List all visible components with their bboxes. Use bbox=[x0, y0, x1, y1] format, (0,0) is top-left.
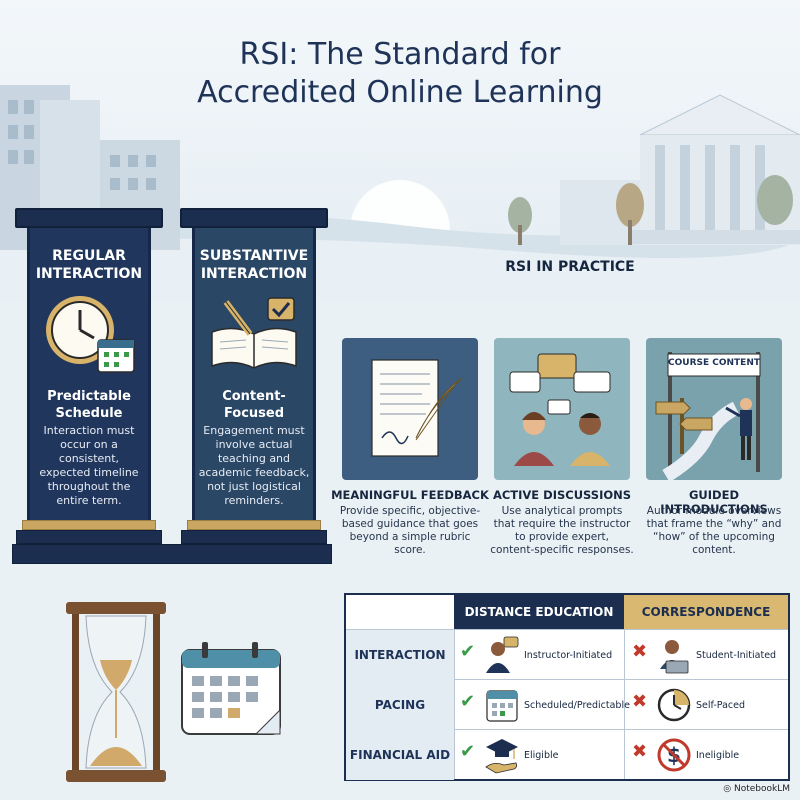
cross-icon: ✖ bbox=[632, 691, 648, 712]
graduation-cap-hand-icon bbox=[485, 739, 518, 774]
pillar-description: Engagement must involve actual teaching … bbox=[198, 424, 310, 507]
distance-financial-aid-value: Eligible bbox=[524, 750, 559, 761]
discussions-description: Use analytical prompts that require the … bbox=[490, 505, 634, 556]
pillar-base-trim bbox=[187, 520, 321, 530]
check-icon: ✔ bbox=[460, 741, 476, 762]
open-book-pencil-icon bbox=[211, 297, 297, 369]
wall-calendar-icon bbox=[181, 642, 281, 735]
introductions-title: GUIDED INTRODUCTIONS bbox=[660, 488, 768, 516]
page-title: RSI: The Standard for Accredited Online … bbox=[0, 36, 800, 112]
pillar-subtitle: Predictable Schedule bbox=[47, 389, 131, 421]
signpost-icon bbox=[655, 352, 761, 480]
column-divider bbox=[454, 629, 455, 779]
hourglass-icon bbox=[66, 602, 166, 782]
signpost-label: COURSE CONTENT bbox=[668, 358, 761, 368]
discussion-icon bbox=[509, 353, 611, 466]
pillar-description: Interaction must occur on a consistent, … bbox=[39, 424, 139, 507]
introductions-card: COURSE CONTENT bbox=[646, 338, 782, 480]
check-icon: ✔ bbox=[460, 641, 476, 662]
introductions-description: Author module overviews that frame the “… bbox=[646, 505, 782, 556]
calendar-icon bbox=[486, 690, 518, 722]
header-empty bbox=[346, 595, 454, 629]
header-distance-education: DISTANCE EDUCATION (RSI) bbox=[454, 595, 624, 653]
comparison-table: DISTANCE EDUCATION (RSI) CORRESPONDENCE … bbox=[344, 593, 790, 781]
discussions-title: ACTIVE DISCUSSIONS bbox=[492, 488, 632, 502]
header-correspondence: CORRESPONDENCE bbox=[624, 595, 788, 629]
correspondence-financial-aid-value: Ineligible bbox=[696, 750, 740, 761]
row-divider bbox=[346, 629, 788, 630]
correspondence-pacing-value: Self-Paced bbox=[696, 700, 745, 711]
column-divider bbox=[624, 629, 625, 779]
student-laptop-icon bbox=[660, 640, 689, 674]
pillar-shaft bbox=[192, 228, 316, 520]
clock-icon bbox=[657, 688, 691, 722]
row-label-pacing: PACING bbox=[346, 680, 454, 730]
practice-heading: RSI IN PRACTICE bbox=[505, 259, 635, 275]
pillar-capital bbox=[180, 208, 328, 228]
notebooklm-watermark: ◎ NotebookLM bbox=[723, 784, 790, 794]
pillar-heading: REGULAR INTERACTION bbox=[35, 248, 143, 282]
feedback-description: Provide specific, objective- based guida… bbox=[339, 505, 481, 556]
cross-icon: ✖ bbox=[632, 641, 648, 662]
distance-interaction-value: Instructor-Initiated bbox=[524, 650, 613, 661]
pillar-platform bbox=[12, 544, 332, 564]
row-label-financial-aid: FINANCIAL AID bbox=[346, 730, 454, 780]
row-label-interaction: INTERACTION bbox=[346, 630, 454, 680]
title-line-2: Accredited Online Learning bbox=[197, 75, 603, 110]
pillar-base bbox=[16, 530, 162, 544]
notebooklm-logo-icon: ◎ bbox=[723, 784, 732, 794]
distance-pacing-value: Scheduled/Predictable bbox=[524, 700, 630, 711]
cross-icon: ✖ bbox=[632, 741, 648, 762]
instructor-icon bbox=[486, 636, 519, 673]
row-divider bbox=[346, 679, 788, 680]
watermark-text: NotebookLM bbox=[733, 784, 790, 794]
pillar-subtitle: Content- Focused bbox=[222, 389, 286, 421]
feedback-card bbox=[342, 338, 478, 480]
pillar-base bbox=[181, 530, 327, 544]
pillar-base-trim bbox=[22, 520, 156, 530]
discussions-card bbox=[494, 338, 630, 480]
clock-calendar-icon bbox=[46, 296, 135, 373]
pillar-capital bbox=[15, 208, 163, 228]
feedback-title: MEANINGFUL FEEDBACK bbox=[331, 488, 489, 502]
row-divider bbox=[346, 729, 788, 730]
document-quill-icon bbox=[371, 359, 463, 457]
no-dollar-icon: $ bbox=[657, 738, 691, 772]
pillar-heading: SUBSTANTIVE INTERACTION bbox=[199, 248, 309, 282]
correspondence-interaction-value: Student-Initiated bbox=[696, 650, 777, 661]
title-line-1: RSI: The Standard for bbox=[239, 37, 561, 72]
pillar-shaft bbox=[27, 228, 151, 520]
check-icon: ✔ bbox=[460, 691, 476, 712]
